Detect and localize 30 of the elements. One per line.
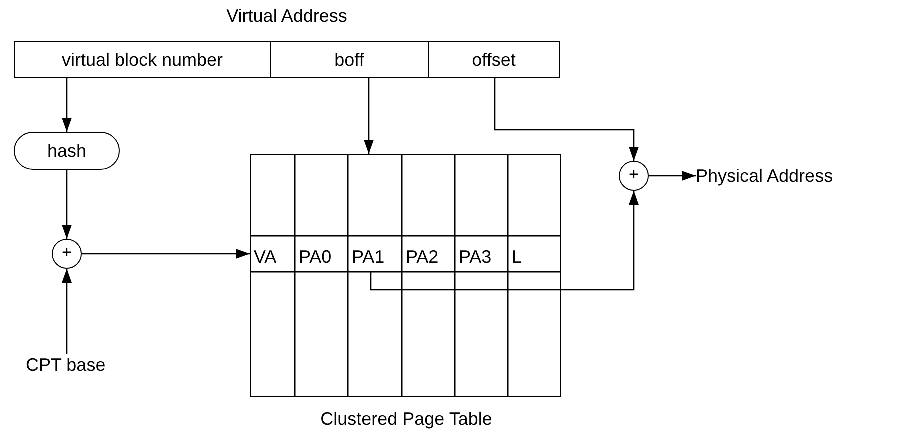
adder-circle — [52, 239, 82, 269]
node-text: PA2 — [406, 246, 439, 268]
plus-sign: + — [61, 242, 73, 264]
arrow — [82, 249, 250, 259]
plus-sign: + — [628, 164, 640, 186]
node-text: L — [512, 246, 522, 268]
diagram-heading: Virtual Address — [226, 5, 348, 27]
hash-function-box — [14, 132, 120, 170]
diagram-heading: Clustered Page Table — [320, 408, 494, 430]
arrow — [649, 171, 696, 181]
node-text: Physical Address — [696, 165, 834, 187]
node-text: PA1 — [352, 246, 385, 268]
address-field — [14, 41, 271, 78]
node-text: boff — [334, 48, 366, 70]
arrow — [494, 78, 639, 161]
address-field — [429, 41, 560, 78]
node-text: CPT base — [26, 354, 106, 376]
node-text: VA — [254, 246, 277, 268]
arrow — [62, 269, 72, 354]
adder-circle — [619, 161, 649, 191]
arrow — [370, 191, 639, 291]
arrow — [62, 78, 72, 132]
node-text: offset — [471, 48, 517, 70]
arrow — [364, 78, 374, 154]
address-field — [271, 41, 429, 78]
node-text: PA0 — [299, 246, 332, 268]
node-text: hash — [46, 140, 88, 162]
node-text: PA3 — [459, 246, 492, 268]
node-text: virtual block number — [60, 48, 224, 70]
arrow — [62, 170, 72, 239]
